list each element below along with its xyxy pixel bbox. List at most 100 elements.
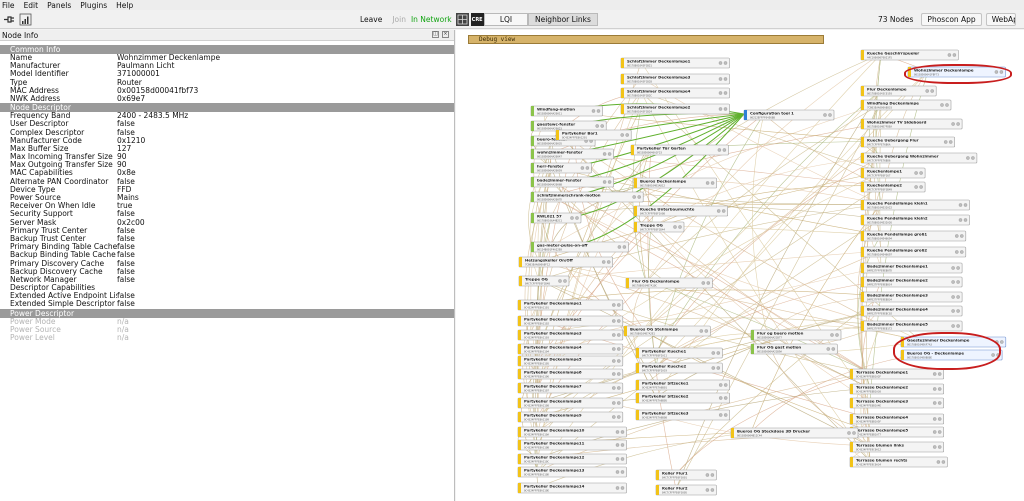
node-port-icon[interactable] <box>943 140 948 144</box>
node-port-icon[interactable] <box>723 91 728 95</box>
node-port-icon[interactable] <box>718 61 723 65</box>
node-port-icon[interactable] <box>601 260 606 264</box>
node-port-icon[interactable] <box>956 122 960 126</box>
cre-icon[interactable]: CRE <box>470 13 484 26</box>
leave-button[interactable]: Leave <box>360 15 383 24</box>
node-port-icon[interactable] <box>966 156 970 160</box>
node-port-icon[interactable] <box>602 152 607 156</box>
node-port-icon[interactable] <box>951 266 955 270</box>
node-port-icon[interactable] <box>617 401 621 405</box>
node-port-icon[interactable] <box>958 218 963 222</box>
node-port-icon[interactable] <box>615 470 620 474</box>
node-port-icon[interactable] <box>932 445 937 449</box>
node-port-icon[interactable] <box>717 148 722 152</box>
node-port-icon[interactable] <box>716 351 721 355</box>
node-port-icon[interactable] <box>1000 340 1004 344</box>
node-port-icon[interactable] <box>617 386 621 390</box>
node-port-icon[interactable] <box>617 359 621 363</box>
node-port-icon[interactable] <box>831 347 836 351</box>
node-port-icon[interactable] <box>952 53 957 57</box>
node-port-icon[interactable] <box>960 234 964 238</box>
node-port-icon[interactable] <box>710 181 715 185</box>
graph-node[interactable]: Partykeller Deckenlampe100C4324FFFE8A110… <box>517 426 627 438</box>
node-port-icon[interactable] <box>723 107 728 111</box>
node-port-icon[interactable] <box>971 156 975 160</box>
node-port-icon[interactable] <box>951 295 955 299</box>
connection-plug-icon[interactable] <box>3 13 16 26</box>
node-port-icon[interactable] <box>723 61 728 65</box>
node-port-icon[interactable] <box>936 460 941 464</box>
node-port-icon[interactable] <box>705 488 710 492</box>
node-port-icon[interactable] <box>617 245 622 249</box>
node-port-icon[interactable] <box>823 113 827 117</box>
node-port-icon[interactable] <box>940 103 944 107</box>
node-port-icon[interactable] <box>937 387 942 391</box>
node-port-icon[interactable] <box>607 152 612 156</box>
graph-node[interactable]: Partykeller Deckenlampe110C4324FFFE8A110… <box>517 439 627 451</box>
neighbor-links-button[interactable]: Neighbor Links <box>528 13 598 26</box>
node-port-icon[interactable] <box>723 383 728 387</box>
node-port-icon[interactable] <box>678 225 682 229</box>
node-port-icon[interactable] <box>704 329 709 333</box>
node-port-icon[interactable] <box>947 53 952 57</box>
node-port-icon[interactable] <box>852 431 856 435</box>
node-port-icon[interactable] <box>620 430 625 434</box>
graph-node[interactable]: Kueche Pendellampe klein10017880104E32A2… <box>860 199 970 211</box>
node-port-icon[interactable] <box>951 324 955 328</box>
node-port-icon[interactable] <box>932 372 937 376</box>
node-port-icon[interactable] <box>617 333 621 337</box>
node-port-icon[interactable] <box>723 77 728 81</box>
node-port-icon[interactable] <box>620 443 625 447</box>
node-port-icon[interactable] <box>699 329 704 333</box>
node-port-icon[interactable] <box>612 333 616 337</box>
node-port-icon[interactable] <box>937 401 942 405</box>
node-port-icon[interactable] <box>718 77 723 81</box>
graph-node[interactable]: schlafzimmerschrank-motion00158D0004A200… <box>530 191 644 203</box>
node-port-icon[interactable] <box>932 401 937 405</box>
node-port-icon[interactable] <box>919 185 923 189</box>
node-port-icon[interactable] <box>595 124 599 128</box>
node-port-icon[interactable] <box>710 473 715 477</box>
node-port-icon[interactable] <box>558 279 562 283</box>
node-port-icon[interactable] <box>615 457 620 461</box>
graph-node[interactable]: Kueche Uebergang Wohnzimmer84C7CFFFFE76B… <box>860 152 978 164</box>
node-port-icon[interactable] <box>723 396 728 400</box>
node-port-icon[interactable] <box>637 195 641 199</box>
undock-icon[interactable]: ◫ <box>432 31 439 38</box>
node-port-icon[interactable] <box>612 386 616 390</box>
node-port-icon[interactable] <box>956 295 960 299</box>
node-port-icon[interactable] <box>958 203 963 207</box>
node-port-icon[interactable] <box>705 473 710 477</box>
node-port-icon[interactable] <box>914 171 918 175</box>
node-port-icon[interactable] <box>617 415 621 419</box>
node-port-icon[interactable] <box>580 166 585 170</box>
node-port-icon[interactable] <box>615 486 620 490</box>
lqi-button[interactable]: LQI <box>484 13 528 26</box>
